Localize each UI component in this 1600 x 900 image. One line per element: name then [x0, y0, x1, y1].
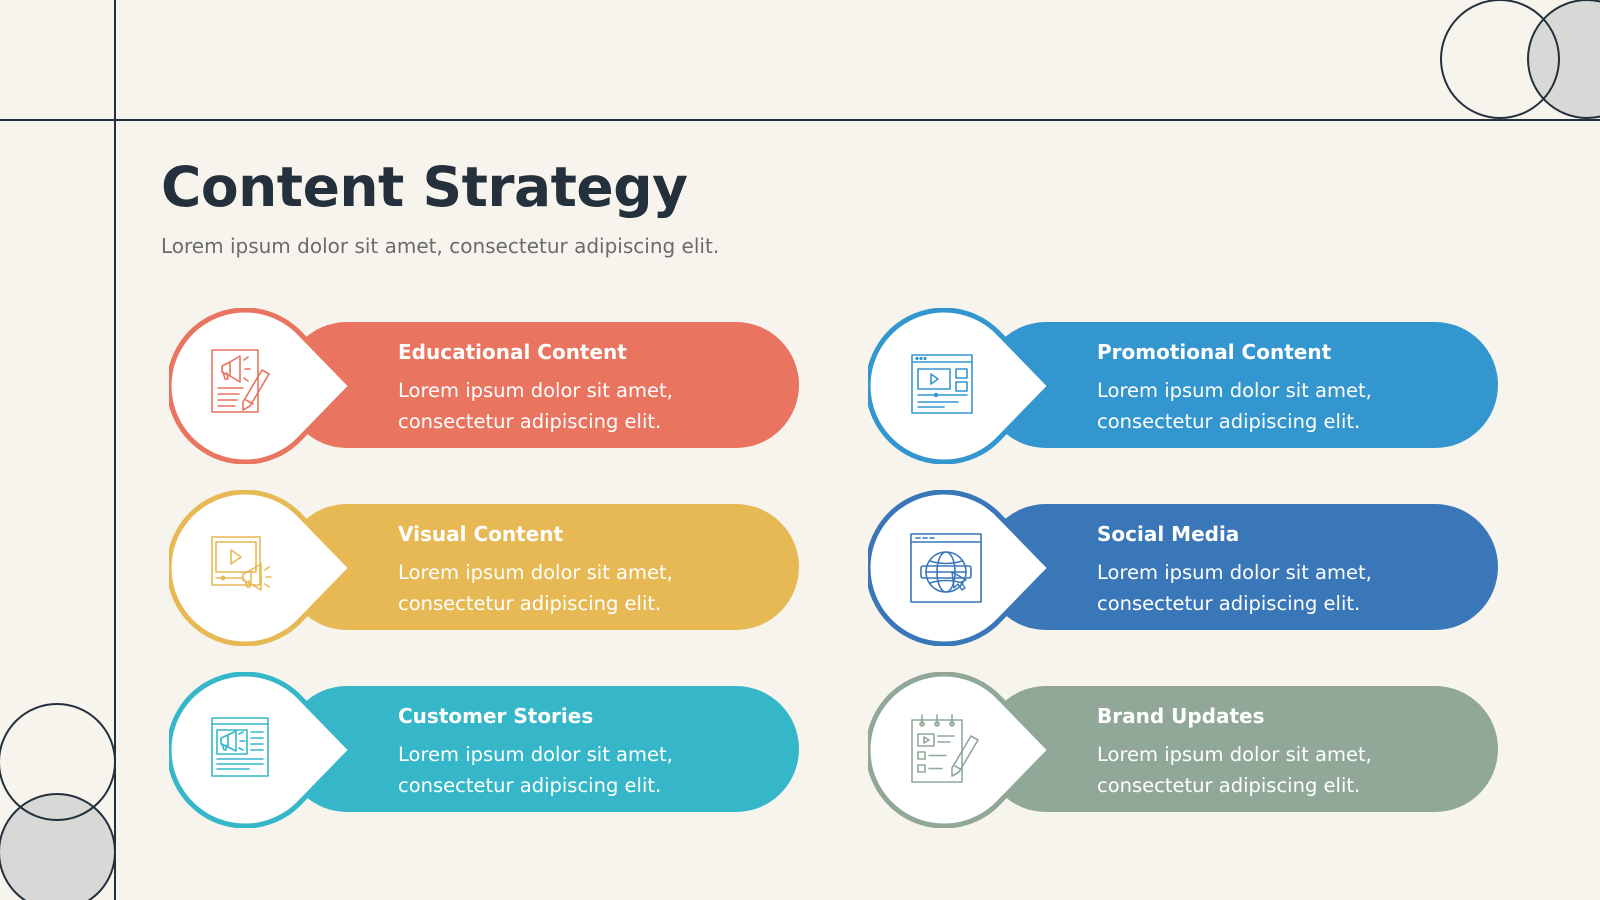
card-description-line: Lorem ipsum dolor sit amet, — [398, 379, 673, 402]
newspaper-megaphone-pencil-icon — [211, 349, 270, 413]
divider-vertical — [114, 0, 116, 900]
card-description-line: consectetur adipiscing elit. — [1097, 410, 1361, 433]
card-title: Customer Stories — [398, 704, 594, 728]
divider-horizontal — [0, 119, 1600, 121]
card-title: Brand Updates — [1097, 704, 1265, 728]
calendar-checklist-pencil-icon — [911, 714, 979, 783]
decorative-circles-top-right — [1440, 0, 1600, 119]
card-description-line: Lorem ipsum dolor sit amet, — [1097, 561, 1372, 584]
card-description-line: consectetur adipiscing elit. — [1097, 592, 1361, 615]
decorative-circles-bottom-left — [0, 703, 116, 900]
card-description: Lorem ipsum dolor sit amet, consectetur … — [1097, 375, 1477, 437]
card-customer-stories: Customer Stories Lorem ipsum dolor sit a… — [169, 672, 799, 828]
icon-bubble — [868, 490, 1053, 646]
card-title: Visual Content — [398, 522, 564, 546]
card-description-line: consectetur adipiscing elit. — [1097, 774, 1361, 797]
card-description-line: Lorem ipsum dolor sit amet, — [1097, 379, 1372, 402]
icon-bubble — [868, 672, 1053, 828]
icon-bubble — [169, 308, 354, 464]
card-pill — [983, 686, 1498, 812]
card-visual-content: Visual Content Lorem ipsum dolor sit ame… — [169, 490, 799, 646]
card-description-line: Lorem ipsum dolor sit amet, — [1097, 743, 1372, 766]
card-title: Promotional Content — [1097, 340, 1332, 364]
card-description: Lorem ipsum dolor sit amet, consectetur … — [1097, 557, 1477, 619]
card-title: Social Media — [1097, 522, 1240, 546]
card-educational-content: Educational Content Lorem ipsum dolor si… — [169, 308, 799, 464]
page-subtitle: Lorem ipsum dolor sit amet, consectetur … — [161, 234, 720, 258]
card-promotional-content: Promotional Content Lorem ipsum dolor si… — [868, 308, 1498, 464]
card-description-line: consectetur adipiscing elit. — [398, 774, 662, 797]
card-pill — [983, 504, 1498, 630]
browser-globe-cursor-icon — [910, 533, 982, 603]
card-pill — [284, 322, 799, 448]
page-title: Content Strategy — [161, 155, 688, 219]
card-pill — [983, 322, 1498, 448]
card-description: Lorem ipsum dolor sit amet, consectetur … — [398, 375, 778, 437]
card-description-line: Lorem ipsum dolor sit amet, — [398, 743, 673, 766]
card-description: Lorem ipsum dolor sit amet, consectetur … — [398, 739, 778, 801]
card-brand-updates: Brand Updates Lorem ipsum dolor sit amet… — [868, 672, 1498, 828]
card-pill — [284, 686, 799, 812]
video-screen-megaphone-icon — [211, 536, 272, 591]
card-title: Educational Content — [398, 340, 627, 364]
card-description-line: Lorem ipsum dolor sit amet, — [398, 561, 673, 584]
card-description: Lorem ipsum dolor sit amet, consectetur … — [398, 557, 778, 619]
icon-bubble — [868, 308, 1053, 464]
card-description: Lorem ipsum dolor sit amet, consectetur … — [1097, 739, 1477, 801]
card-social-media: Social Media Lorem ipsum dolor sit amet,… — [868, 490, 1498, 646]
browser-video-grid-icon — [911, 354, 973, 414]
card-pill — [284, 504, 799, 630]
card-description-line: consectetur adipiscing elit. — [398, 592, 662, 615]
card-description-line: consectetur adipiscing elit. — [398, 410, 662, 433]
article-megaphone-icon — [211, 717, 269, 777]
